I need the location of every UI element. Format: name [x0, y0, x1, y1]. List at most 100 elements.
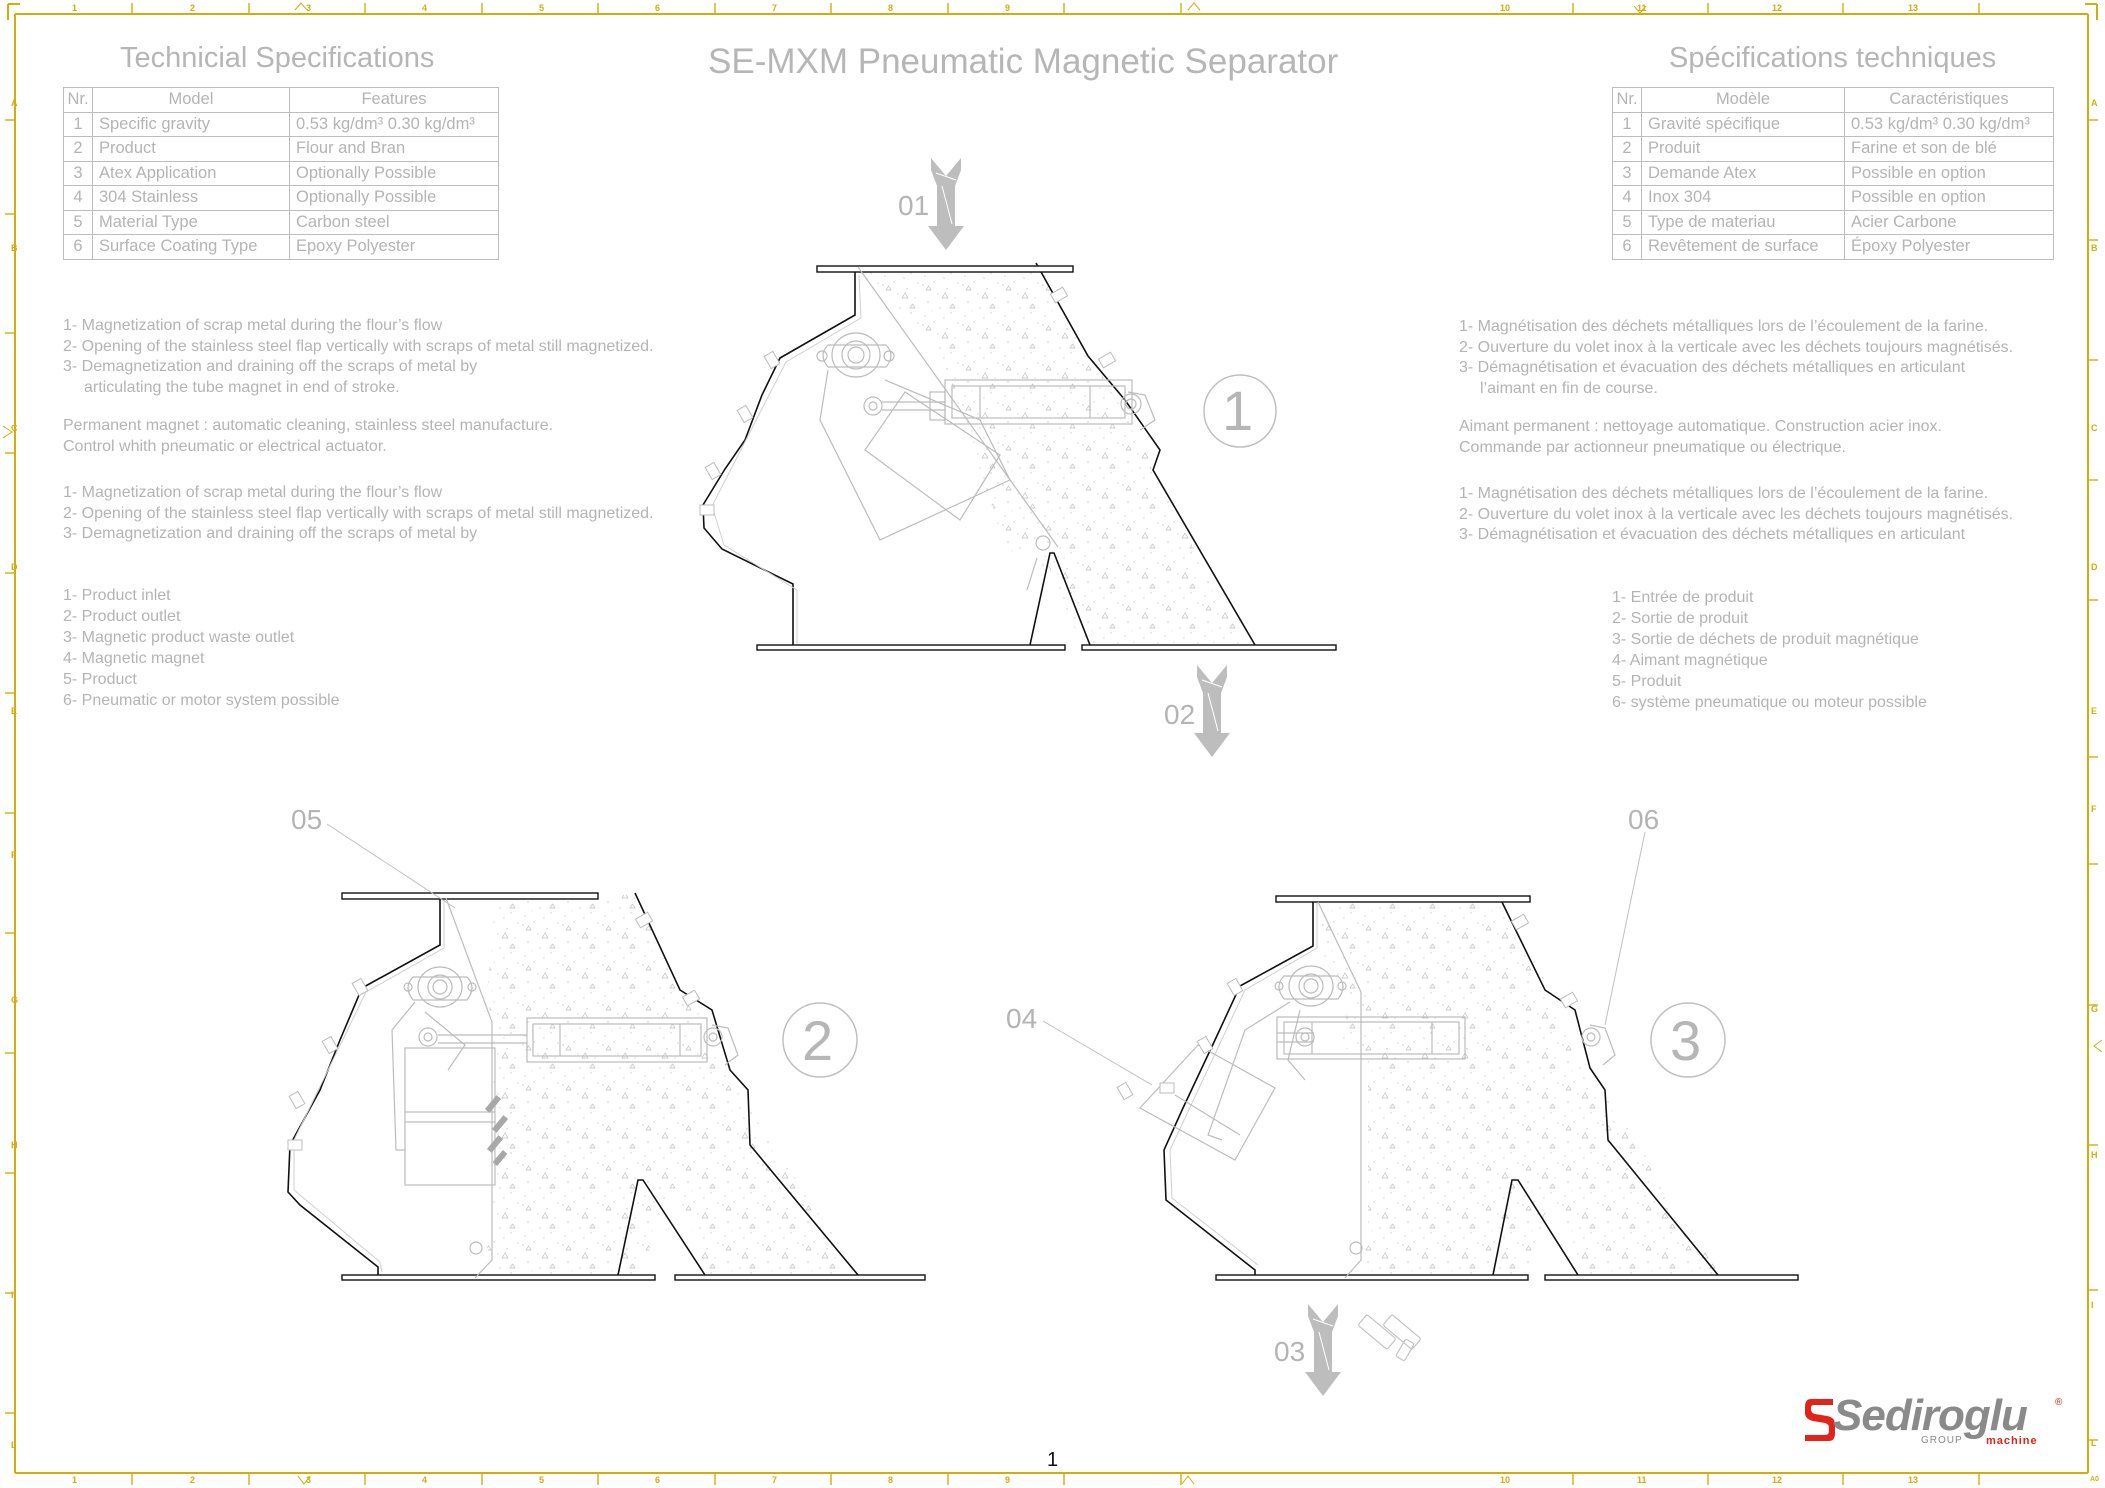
- stage-3-label: 3: [1670, 1009, 1702, 1072]
- step-line: 2- Ouverture du volet inox à la vertical…: [1459, 505, 2014, 523]
- row-model: Gravité spécifique: [1641, 111, 1845, 137]
- row-value: Flour and Bran: [289, 136, 499, 162]
- step-line: 1- Magnetization of scrap metal during t…: [63, 484, 443, 501]
- legend-item: 1- Product inlet: [63, 587, 171, 604]
- row-value: Optionally Possible: [289, 185, 499, 211]
- spec-fr-heading: Spécifications techniques: [1669, 42, 1997, 74]
- row-nr: 5: [1612, 209, 1642, 235]
- stage-circle: [782, 1002, 858, 1078]
- step-line: 1- Magnétisation des déchets métalliques…: [1459, 318, 1989, 335]
- table-header-row: Nr. Modèle Caractéristiques: [1612, 87, 2054, 113]
- step-line: 3- Démagnétisation et évacuation des déc…: [1459, 359, 1966, 376]
- logo-s-icon: [1805, 1399, 1835, 1441]
- row-model: Product: [92, 136, 290, 162]
- stage-1-label: 1: [1222, 379, 1254, 442]
- waste-outlet-arrow-icon: [1304, 1303, 1342, 1397]
- header-features: Caractéristiques: [1844, 87, 2054, 113]
- legend-item: 2- Product outlet: [63, 608, 181, 625]
- row-model: Specific gravity: [92, 111, 290, 137]
- diagram-stage-2: [287, 823, 926, 1281]
- header-nr: Nr.: [63, 87, 93, 113]
- row-value: Possible en option: [1844, 160, 2054, 186]
- step-line: 3- Demagnetization and draining off the …: [63, 525, 478, 542]
- callout-05-product: 05: [291, 804, 323, 835]
- row-value: 0.53 kg/dm³ 0.30 kg/dm³: [1844, 111, 2054, 137]
- step-line: 2- Ouverture du volet inox à la vertical…: [1459, 338, 2014, 356]
- description-fr: 1- Magnétisation des déchets métalliques…: [1459, 317, 2013, 546]
- sediroglu-logo: Sediroglu GROUP machine ®: [1803, 1391, 2073, 1455]
- step-line: 1- Magnetization of scrap metal during t…: [63, 317, 443, 334]
- stage-circle: [1650, 1002, 1726, 1078]
- legend-item: 5- Product: [63, 671, 137, 688]
- legend-item: 3- Sortie de déchets de produit magnétiq…: [1612, 631, 1919, 648]
- step-line: 3- Démagnétisation et évacuation des déc…: [1459, 526, 1966, 543]
- table-header-row: Nr. Model Features: [63, 87, 499, 113]
- step-line: 3- Demagnetization and draining off the …: [63, 358, 478, 375]
- header-model: Modèle: [1641, 87, 1845, 113]
- callout-leader-04: [1042, 1020, 1153, 1086]
- description-en: 1- Magnetization of scrap metal during t…: [63, 316, 654, 545]
- row-model: Material Type: [92, 209, 290, 235]
- step-line: 1- Magnétisation des déchets métalliques…: [1459, 485, 1989, 502]
- row-value: Époxy Polyester: [1844, 234, 2054, 260]
- row-value: Carbon steel: [289, 209, 499, 235]
- callout-leader-06: [1604, 831, 1646, 1026]
- header-nr: Nr.: [1612, 87, 1642, 113]
- diagram-stage-3: [1042, 831, 1799, 1362]
- outlet-arrow-icon: [1193, 664, 1231, 758]
- stage-circle: [1203, 374, 1277, 448]
- legend-item: 1- Entrée de produit: [1612, 589, 1754, 606]
- row-model: Demande Atex: [1641, 160, 1845, 186]
- header-features: Features: [289, 87, 499, 113]
- row-model: Type de materiau: [1641, 209, 1845, 235]
- row-nr: 2: [63, 136, 93, 162]
- row-value: Possible en option: [1844, 185, 2054, 211]
- row-value: 0.53 kg/dm³ 0.30 kg/dm³: [289, 111, 499, 137]
- step-line: 2- Opening of the stainless steel flap v…: [63, 337, 654, 355]
- legend-item: 5- Produit: [1612, 673, 1682, 690]
- logo-machine-text: machine: [1986, 1435, 2038, 1447]
- stage-2-label: 2: [802, 1009, 834, 1072]
- row-nr: 2: [1612, 136, 1642, 162]
- row-value: Farine et son de blé: [1844, 136, 2054, 162]
- row-nr: 4: [63, 185, 93, 211]
- row-model: Inox 304: [1641, 185, 1845, 211]
- callout-06-actuator: 06: [1628, 804, 1660, 835]
- row-value: Optionally Possible: [289, 160, 499, 186]
- row-model: Produit: [1641, 136, 1845, 162]
- logo-registered-mark: ®: [2055, 1397, 2063, 1408]
- row-model: 304 Stainless: [92, 185, 290, 211]
- permanent-line: Commande par actionneur pneumatique ou é…: [1459, 438, 1846, 456]
- row-value: Epoxy Polyester: [289, 234, 499, 260]
- legend-item: 3- Magnetic product waste outlet: [63, 629, 295, 646]
- legend-item: 6- Pneumatic or motor system possible: [63, 692, 340, 709]
- legend-item: 2- Sortie de produit: [1612, 610, 1749, 627]
- legend-item: 4- Aimant magnétique: [1612, 652, 1768, 669]
- row-model: Atex Application: [92, 160, 290, 186]
- step-line: articulating the tube magnet in end of s…: [84, 378, 400, 396]
- row-model: Surface Coating Type: [92, 234, 290, 260]
- header-model: Model: [92, 87, 290, 113]
- legend-item: 6- système pneumatique ou moteur possibl…: [1612, 694, 1927, 711]
- diagram-stage-1: [699, 157, 1337, 651]
- legend-fr: 1- Entrée de produit 2- Sortie de produi…: [1612, 587, 1927, 713]
- permanent-line: Aimant permanent : nettoyage automatique…: [1459, 418, 1942, 435]
- page-number: 1: [1047, 1449, 1059, 1471]
- callout-leader-05: [326, 823, 456, 909]
- callout-02-outlet: 02: [1164, 699, 1196, 730]
- legend-en: 1- Product inlet 2- Product outlet 3- Ma…: [63, 585, 340, 711]
